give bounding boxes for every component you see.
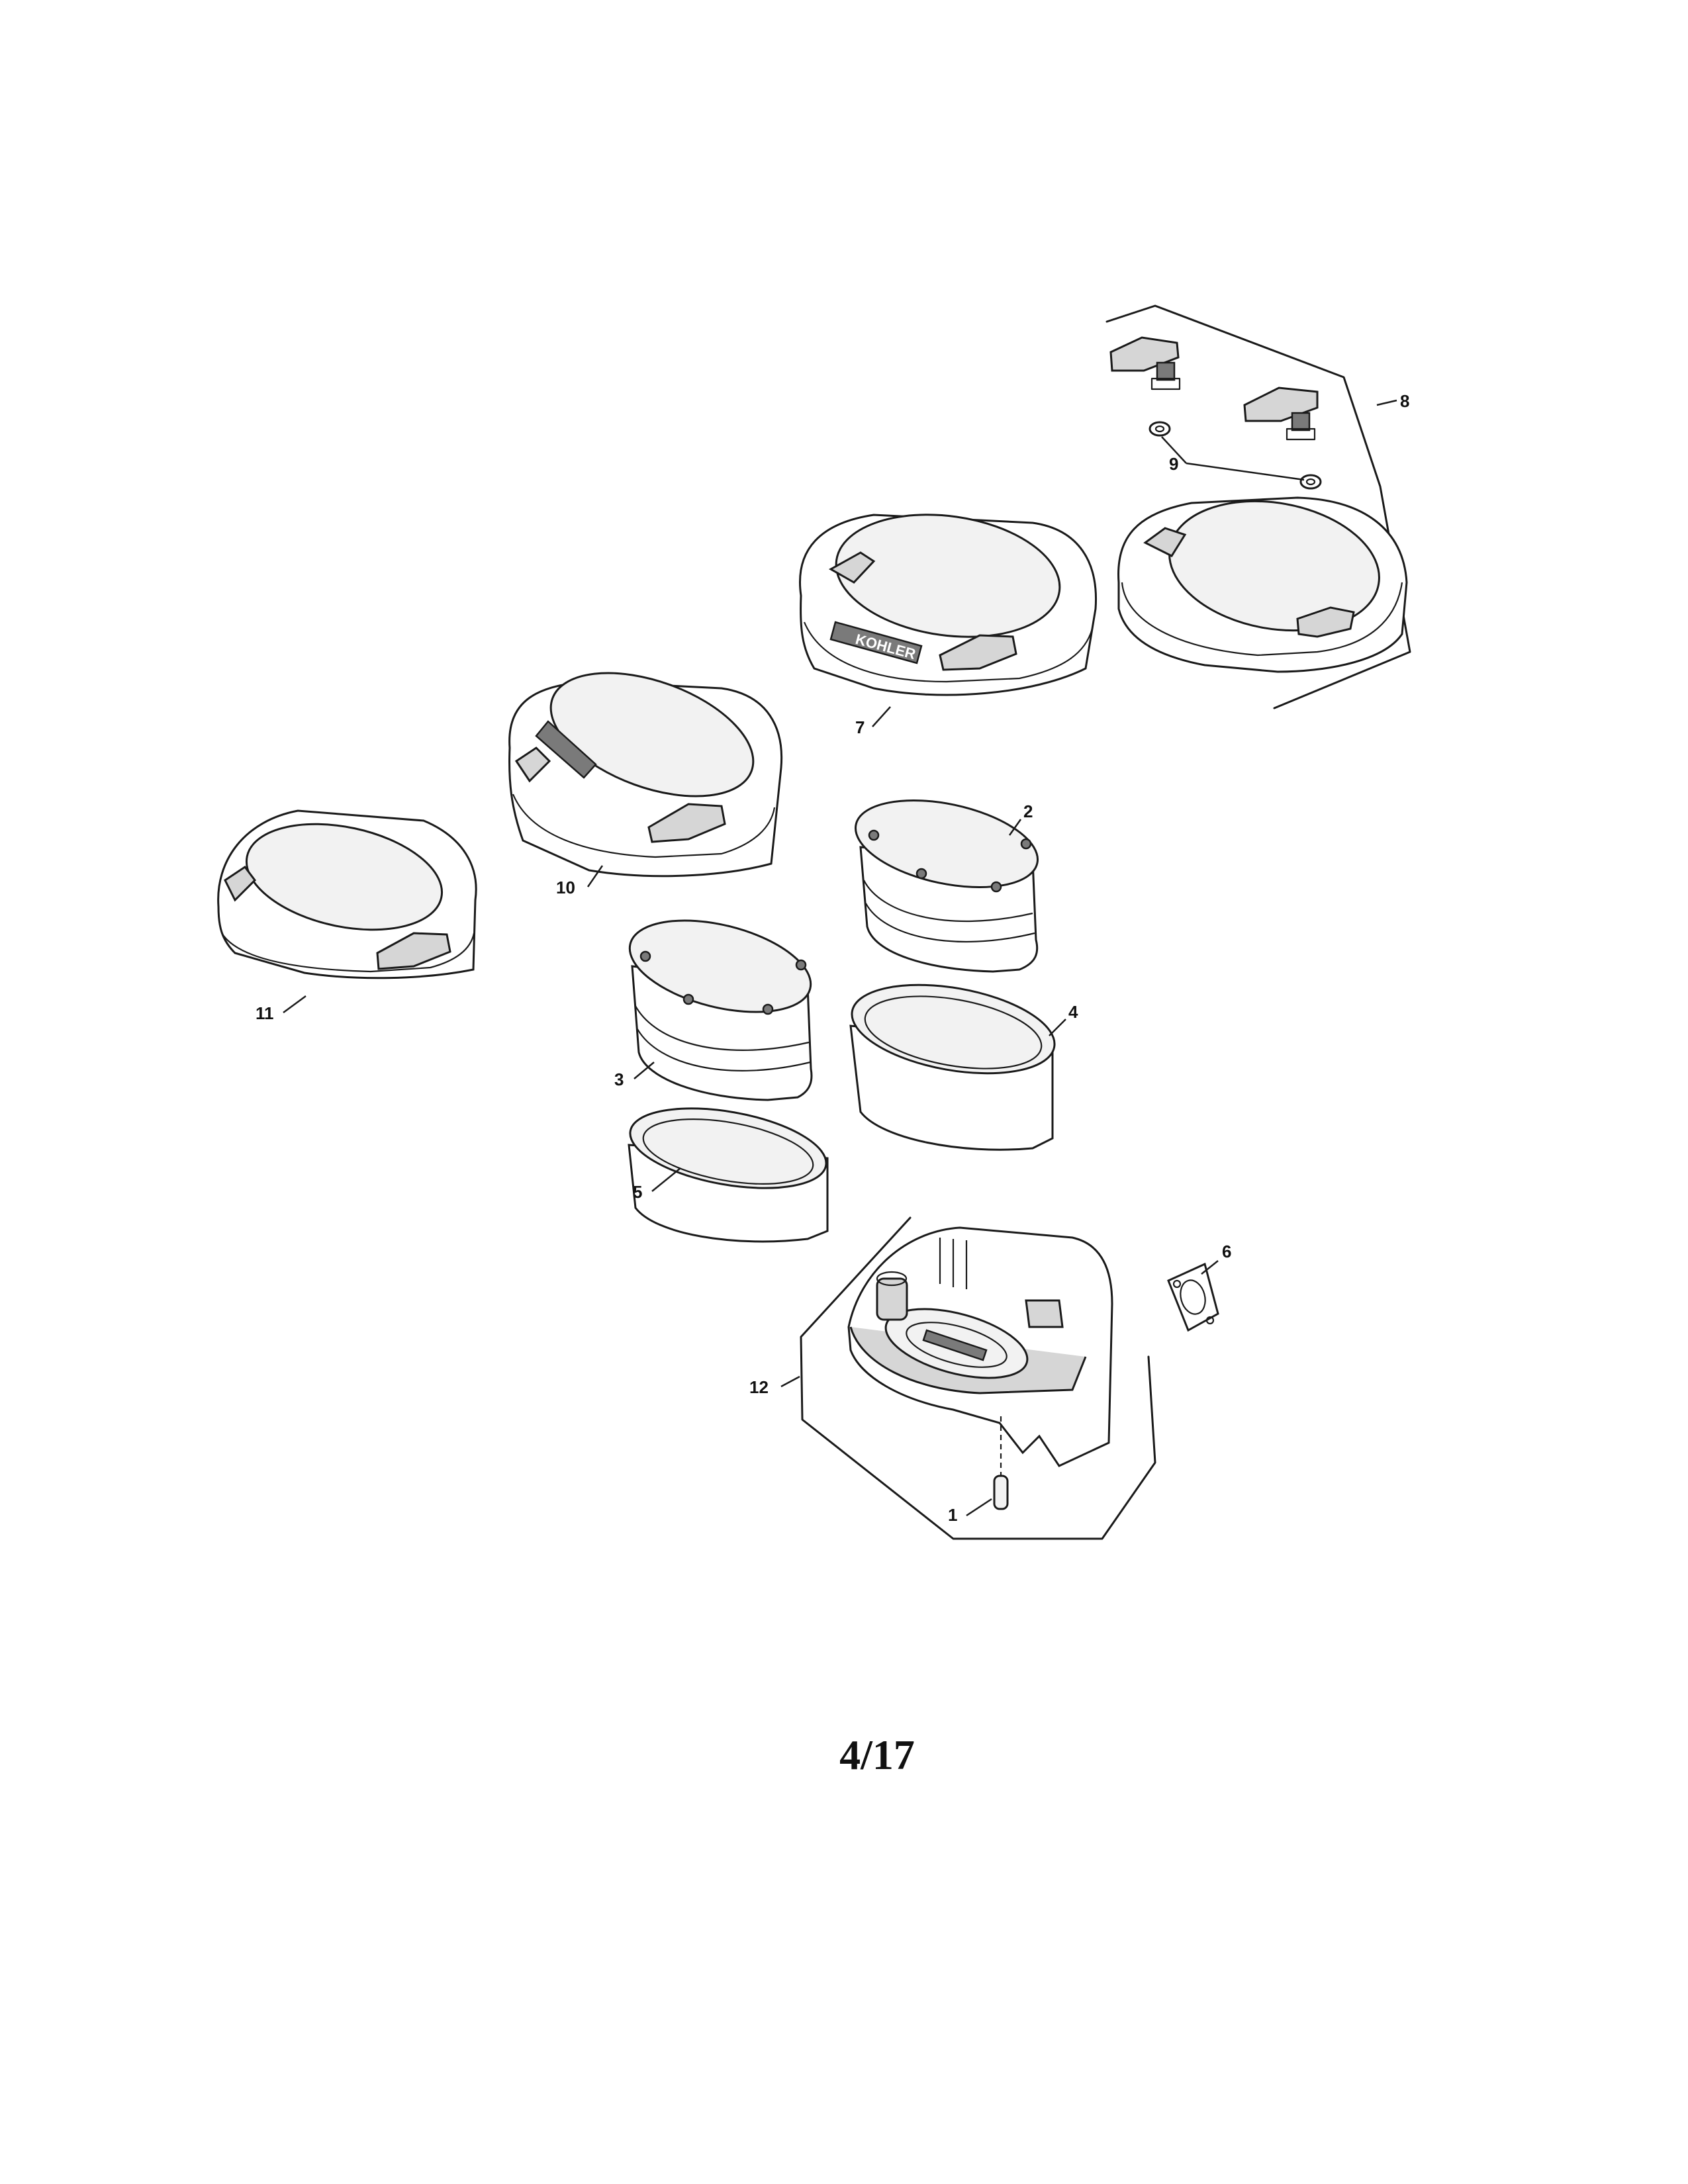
part-8-cover xyxy=(1117,496,1408,673)
leader-9 xyxy=(1161,436,1305,481)
part-9-washer-top xyxy=(1149,421,1171,437)
callout-12: 12 xyxy=(749,1377,769,1397)
part-4-precleaner xyxy=(849,983,1056,1151)
callout-10: 10 xyxy=(556,878,575,897)
leader-12 xyxy=(780,1375,800,1388)
leader-7 xyxy=(872,706,891,727)
part-11-cover xyxy=(217,809,477,979)
leader-2 xyxy=(1008,819,1022,836)
part-12-base xyxy=(847,1226,1113,1467)
leader-6 xyxy=(1201,1260,1219,1275)
part-3-filter xyxy=(628,919,813,1101)
part-5-precleaner xyxy=(628,1107,829,1243)
callout-5: 5 xyxy=(633,1182,642,1202)
callout-3: 3 xyxy=(614,1069,624,1089)
part-7-cover: KOHLER xyxy=(799,514,1098,696)
callout-2: 2 xyxy=(1023,801,1033,821)
part-2-filter xyxy=(854,799,1039,973)
group-8-outline xyxy=(1105,304,1411,709)
leader-5 xyxy=(651,1167,681,1192)
leader-1 xyxy=(966,1498,992,1517)
leader-3 xyxy=(633,1062,655,1079)
callout-8: 8 xyxy=(1400,391,1409,411)
callout-9: 9 xyxy=(1169,454,1178,474)
group-12-outline xyxy=(800,1216,1156,1540)
callout-4: 4 xyxy=(1068,1002,1078,1022)
leader-4 xyxy=(1049,1019,1066,1036)
part-6-gasket xyxy=(1167,1262,1219,1332)
part-10-cover xyxy=(508,672,783,878)
part-10-brand-plate xyxy=(535,720,597,779)
callout-11: 11 xyxy=(256,1003,274,1023)
leader-8 xyxy=(1376,399,1397,406)
leader-11 xyxy=(283,995,306,1014)
leader-10 xyxy=(586,865,604,887)
part-1-pin xyxy=(993,1416,1009,1510)
part-9-washer-bottom xyxy=(1299,474,1322,490)
callout-7: 7 xyxy=(855,717,865,737)
callout-1: 1 xyxy=(948,1505,957,1525)
callout-6: 6 xyxy=(1222,1242,1231,1261)
part-8-knob-right xyxy=(1243,387,1319,441)
page-number: 4/17 xyxy=(839,1731,915,1778)
part-8-knob-left xyxy=(1109,336,1181,390)
